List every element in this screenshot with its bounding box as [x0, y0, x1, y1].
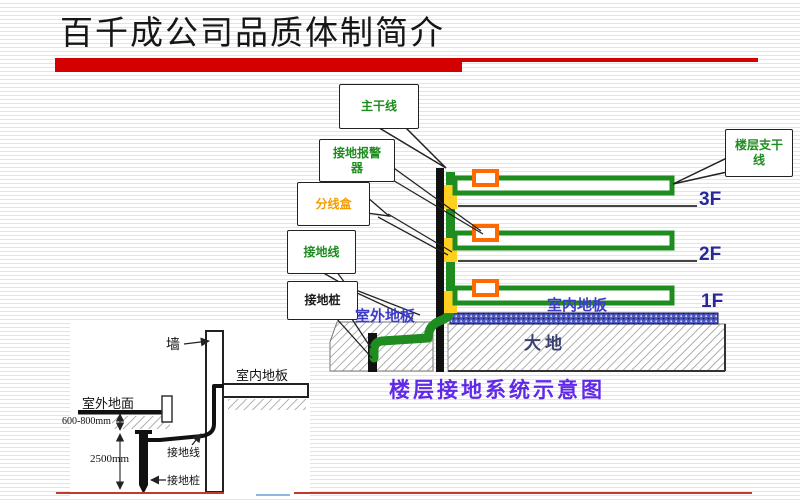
detail-grounding-stake — [139, 432, 148, 485]
leader-ground-alarm-2 — [385, 175, 484, 235]
callout-ground-alarm-label: 接地报警器 — [332, 145, 381, 175]
page-title: 百千成公司品质体制简介 — [60, 16, 445, 52]
detail-indoor-floor-label: 室内地板 — [236, 368, 289, 383]
callout-floor-branch: 楼层支干线 — [725, 129, 793, 177]
callout-main-trunk-label: 主干线 — [360, 99, 397, 113]
bottom-rule-blue-dash — [256, 494, 290, 496]
trunk-wall-bar — [436, 168, 444, 372]
callout-junction-box: 分线盒 — [297, 182, 370, 226]
leader-ground-alarm-1 — [390, 165, 482, 232]
wall-label-arrow — [183, 337, 210, 347]
detail-outdoor-ground-label: 室外地面 — [82, 396, 135, 411]
detail-outdoor-ground-line — [78, 410, 170, 415]
floor-label-2f: 2F — [699, 244, 722, 265]
earth-ground-area — [447, 323, 726, 372]
detail-indoor-floor — [222, 383, 309, 398]
outdoor-ground-area — [329, 321, 434, 372]
detail-grounding-wire — [144, 384, 224, 442]
stake-length-dimension-label: 2500mm — [90, 453, 130, 465]
diagram-caption: 楼层接地系统示意图 — [389, 379, 605, 402]
leader-junction-box-1 — [387, 213, 453, 253]
callout-ground-stake-label: 接地桩 — [304, 293, 341, 307]
callout-pointer-junction-box — [366, 195, 392, 217]
bottom-rule-left — [56, 492, 224, 494]
detail-wall-label: 墙 — [166, 338, 180, 353]
callout-floor-branch-label: 楼层支干线 — [734, 138, 783, 167]
detail-hatch-under-floor — [228, 399, 306, 410]
floor-label-3f: 3F — [699, 189, 722, 210]
callout-junction-box-label: 分线盒 — [315, 196, 352, 211]
indoor-floor-label: 室内地板 — [547, 297, 608, 314]
detail-hatch-under-ground — [112, 416, 170, 429]
title-underline-bar — [55, 58, 462, 72]
detail-wall-sleeve — [161, 395, 173, 423]
callout-ground-wire: 接地线 — [287, 230, 356, 274]
callout-pointer-floor-branch — [672, 156, 728, 185]
detail-ground-wire-label: 接地线 — [167, 447, 200, 459]
main-trunk-line — [446, 172, 455, 302]
outdoor-floor-label: 室外地板 — [355, 308, 416, 325]
callout-ground-wire-label: 接地线 — [303, 244, 340, 259]
grounding-wire-main — [369, 293, 455, 363]
earth-label: 大地 — [524, 334, 566, 353]
wire-label-arrow — [191, 433, 202, 446]
floor-branch-line-2f — [452, 230, 675, 251]
ground-alarm-indicator-1f — [472, 279, 499, 297]
title-underline-thin — [462, 58, 758, 62]
floor-label-1f: 1F — [701, 291, 724, 312]
floor-branch-line-3f — [452, 175, 675, 196]
detail-stake-tip — [139, 485, 148, 494]
burial-depth-dimension-label: 600-800mm — [62, 416, 111, 427]
floor-branch-line-1f — [452, 285, 675, 306]
leader-ground-stake-1 — [349, 315, 372, 349]
leader-junction-box-2 — [377, 216, 449, 256]
callout-ground-stake: 接地桩 — [287, 281, 358, 320]
bottom-rule-right — [294, 492, 752, 494]
detail-ground-stake-label: 接地桩 — [167, 475, 200, 487]
leader-ground-wire-1 — [347, 286, 421, 316]
callout-main-trunk: 主干线 — [339, 84, 419, 129]
leader-ground-stake-2 — [335, 317, 373, 359]
ground-alarm-indicator-3f — [472, 169, 499, 187]
callout-ground-alarm: 接地报警器 — [319, 139, 395, 182]
